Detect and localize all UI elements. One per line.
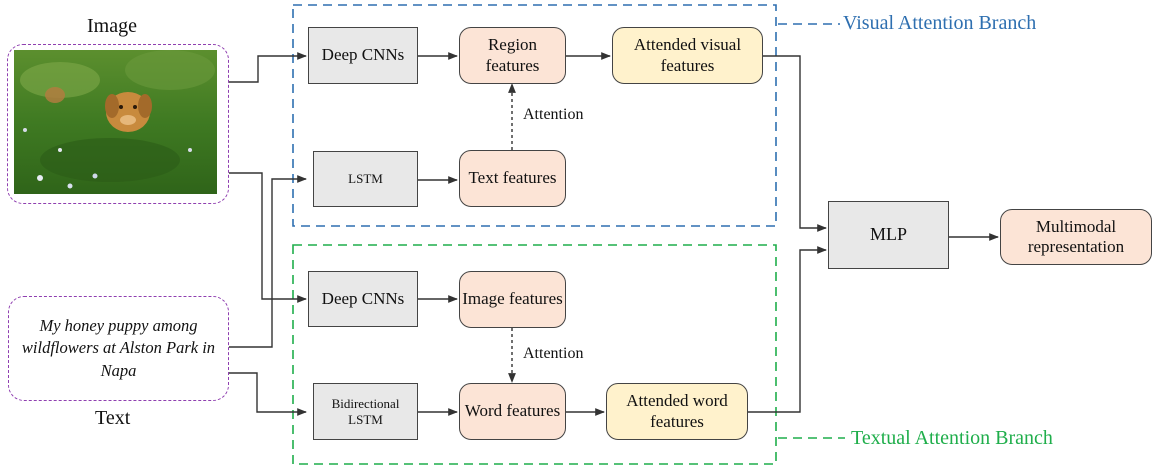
textual-attention-label: Attention bbox=[523, 345, 584, 362]
text-features-box: Text features bbox=[459, 150, 566, 207]
connectors bbox=[229, 52, 999, 416]
region-features-box: Region features bbox=[459, 27, 566, 84]
text-input-caption: My honey puppy among wildflowers at Alst… bbox=[8, 296, 229, 401]
visual-branch-frame bbox=[292, 4, 777, 227]
text-input-label: Text bbox=[95, 407, 131, 429]
textual-cnn-box: Deep CNNs bbox=[308, 271, 418, 327]
visual-attention-label: Attention bbox=[523, 106, 584, 123]
visual-cnn-box: Deep CNNs bbox=[308, 27, 418, 84]
textual-branch-title: Textual Attention Branch bbox=[851, 427, 1053, 449]
connector-image-to-textual-cnn bbox=[229, 172, 307, 303]
lstm-box: LSTM bbox=[313, 151, 418, 207]
image-input-frame bbox=[7, 44, 229, 204]
connector-text-to-bilstm bbox=[229, 372, 307, 416]
connector-image-to-visual-cnn bbox=[229, 52, 307, 83]
puppy-photo bbox=[14, 50, 217, 194]
multimodal-representation-box: Multimodal representation bbox=[1000, 209, 1152, 265]
attended-word-features-box: Attended word features bbox=[606, 383, 748, 440]
visual-branch-title: Visual Attention Branch bbox=[843, 12, 1037, 34]
connector-text-to-lstm bbox=[229, 175, 307, 348]
bidirectional-lstm-box: Bidirectional LSTM bbox=[313, 383, 418, 440]
image-input-label: Image bbox=[87, 15, 137, 37]
connector-attended-word-to-mlp bbox=[748, 246, 827, 413]
connector-attended-visual-to-mlp bbox=[763, 55, 827, 232]
word-features-box: Word features bbox=[459, 383, 566, 440]
attended-visual-features-box: Attended visual features bbox=[612, 27, 763, 84]
mlp-box: MLP bbox=[828, 201, 949, 269]
image-features-box: Image features bbox=[459, 271, 566, 328]
textual-branch-frame bbox=[292, 244, 777, 465]
